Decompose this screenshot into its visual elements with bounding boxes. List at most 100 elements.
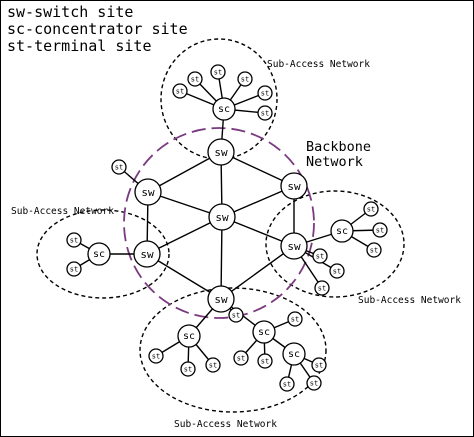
terminal-site-circle	[148, 348, 164, 364]
terminal-site-node: st	[172, 83, 188, 99]
sub-access-label-right: Sub-Access Network	[358, 295, 461, 306]
terminal-site-node: st	[228, 307, 244, 323]
terminal-site-label: st	[209, 362, 217, 370]
backbone-outline	[123, 127, 315, 319]
terminal-site-label: st	[232, 312, 240, 320]
terminal-site-node: st	[66, 232, 82, 248]
terminal-site-label: st	[70, 237, 78, 245]
terminal-site-circle	[111, 159, 127, 175]
concentrator-site-node: sc	[87, 242, 111, 266]
link-line	[220, 216, 223, 300]
legend-switch: sw-switch site	[7, 3, 134, 21]
terminal-site-circle	[205, 357, 221, 373]
terminal-site-circle	[210, 64, 226, 80]
terminal-site-circle	[306, 375, 322, 391]
terminal-site-circle	[180, 361, 196, 377]
terminal-site-label: st	[367, 206, 375, 214]
terminal-site-label: st	[310, 380, 318, 388]
terminal-site-circle	[314, 280, 330, 296]
terminal-site-label: st	[70, 266, 78, 274]
terminal-site-label: st	[237, 355, 245, 363]
switch-site-circle	[134, 178, 162, 206]
concentrator-site-node: sc	[177, 324, 201, 348]
link-line	[146, 216, 223, 255]
terminal-site-label: st	[176, 88, 184, 96]
switch-site-node: sw	[133, 240, 161, 268]
concentrator-site-node: sc	[252, 320, 276, 344]
terminal-site-node: st	[111, 159, 127, 175]
concentrator-site-label: sc	[218, 104, 230, 115]
region-outlines	[36, 38, 405, 413]
switch-site-node: sw	[280, 172, 308, 200]
terminal-site-label: st	[316, 253, 324, 261]
concentrator-site-label: sc	[183, 331, 195, 342]
concentrator-site-label: sc	[258, 327, 270, 338]
terminal-site-label: st	[261, 358, 269, 366]
terminal-site-node: st	[148, 348, 164, 364]
concentrator-site-node: sc	[212, 97, 236, 121]
terminal-site-node: st	[257, 353, 273, 369]
terminal-site-circle	[372, 222, 388, 238]
terminal-site-node: st	[237, 71, 253, 87]
terminal-site-circle	[66, 261, 82, 277]
concentrator-site-label: sc	[93, 249, 105, 260]
switch-site-circle	[280, 172, 308, 200]
link-line	[147, 151, 222, 193]
terminal-site-circle	[233, 350, 249, 366]
terminal-site-node: st	[233, 350, 249, 366]
terminal-site-circle	[187, 71, 203, 87]
switch-site-circle	[207, 285, 235, 313]
concentrator-site-circle	[212, 97, 236, 121]
switch-site-circle	[208, 203, 236, 231]
switch-site-circle	[207, 138, 235, 166]
terminal-site-label: st	[152, 353, 160, 361]
terminal-site-node: st	[210, 64, 226, 80]
concentrator-site-circle	[177, 324, 201, 348]
terminal-site-circle	[329, 263, 345, 279]
terminal-site-label: st	[283, 381, 291, 389]
switch-site-label: sw	[287, 180, 301, 193]
terminal-site-label: st	[370, 247, 378, 255]
region-left	[36, 209, 170, 299]
region-bottom	[139, 287, 327, 413]
terminal-site-circle	[257, 85, 273, 101]
terminal-site-node: st	[363, 201, 379, 217]
terminal-site-circle	[257, 353, 273, 369]
switch-site-node: sw	[207, 138, 235, 166]
switch-site-label: sw	[287, 240, 301, 253]
sub-access-label-left: Sub-Access Network	[11, 206, 114, 217]
concentrator-site-label: sc	[288, 349, 300, 360]
legend-terminal: st-terminal site	[7, 37, 152, 55]
switch-site-node: sw	[208, 203, 236, 231]
terminal-site-label: st	[318, 285, 326, 293]
terminal-site-node: st	[187, 71, 203, 87]
terminal-site-label: st	[261, 110, 269, 118]
terminal-site-node: st	[306, 375, 322, 391]
terminal-site-node: st	[257, 105, 273, 121]
terminal-site-node: st	[279, 376, 295, 392]
sub-access-label-bottom: Sub-Access Network	[174, 419, 277, 430]
terminal-site-circle	[363, 201, 379, 217]
switch-site-node: sw	[280, 232, 308, 260]
concentrator-site-label: sc	[336, 226, 348, 237]
concentrator-site-circle	[330, 219, 354, 243]
concentrator-site-circle	[282, 342, 306, 366]
terminal-site-label: st	[315, 362, 323, 370]
switch-site-label: sw	[215, 211, 229, 224]
terminal-site-circle	[366, 242, 382, 258]
switch-site-label: sw	[140, 248, 154, 261]
sub-access-label-top: Sub-Access Network	[267, 59, 370, 70]
switch-site-label: sw	[141, 186, 155, 199]
concentrator-site-node: sc	[330, 219, 354, 243]
link-line	[220, 245, 295, 300]
terminal-site-node: st	[329, 263, 345, 279]
terminal-site-label: st	[241, 76, 249, 84]
legend: sw-switch site sc-concentrator site st-t…	[7, 4, 188, 55]
switch-site-node: sw	[207, 285, 235, 313]
concentrator-site-circle	[87, 242, 111, 266]
terminal-site-label: st	[261, 90, 269, 98]
concentrator-site-node: sc	[282, 342, 306, 366]
terminal-site-circle	[311, 357, 327, 373]
